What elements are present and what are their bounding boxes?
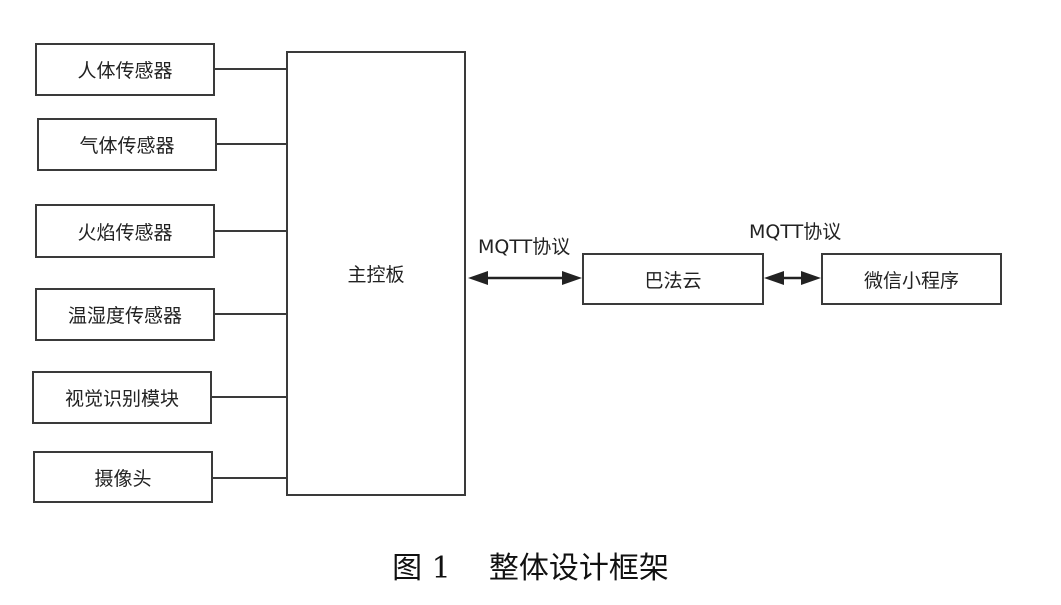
input-box-flame-sensor: 火焰传感器 [35, 204, 215, 258]
figure-caption: 图 1 整体设计框架 [0, 543, 1061, 587]
input-box-label: 温湿度传感器 [67, 305, 182, 327]
input-box-vision-module: 视觉识别模块 [32, 371, 212, 424]
connector-line [215, 68, 287, 70]
input-box-label: 摄像头 [94, 467, 152, 490]
figure-number: 图 1 [392, 551, 451, 586]
main-board-label: 主控板 [347, 264, 405, 286]
input-box-camera: 摄像头 [33, 451, 213, 503]
arrowhead-left-icon [468, 271, 488, 285]
arrowhead-left-icon [764, 271, 784, 285]
connector-line [217, 143, 287, 145]
input-box-label: 气体传感器 [79, 135, 175, 157]
input-box-temp-humidity-sensor: 温湿度传感器 [35, 288, 215, 341]
connector-line [212, 396, 287, 398]
input-box-gas-sensor: 气体传感器 [37, 118, 217, 171]
cloud-label: 巴法云 [644, 269, 702, 292]
cloud-box: 巴法云 [582, 253, 764, 305]
arrowhead-right-icon [801, 271, 821, 285]
input-box-label: 视觉识别模块 [64, 388, 179, 410]
mini-program-label: 微信小程序 [863, 269, 959, 292]
edge-label-cloud-miniprogram: MQTT协议 [749, 221, 842, 243]
main-board-box: 主控板 [286, 51, 466, 496]
input-box-label: 火焰传感器 [77, 221, 173, 244]
connector-line [213, 477, 287, 479]
input-box-human-sensor: 人体传感器 [35, 43, 215, 96]
edge-label-main-cloud: MQTT协议 [478, 236, 571, 258]
connector-line [215, 230, 287, 232]
mini-program-box: 微信小程序 [821, 253, 1002, 305]
input-box-label: 人体传感器 [77, 60, 173, 82]
arrowhead-right-icon [562, 271, 582, 285]
connector-line [215, 313, 287, 315]
figure-title: 整体设计框架 [488, 551, 669, 586]
